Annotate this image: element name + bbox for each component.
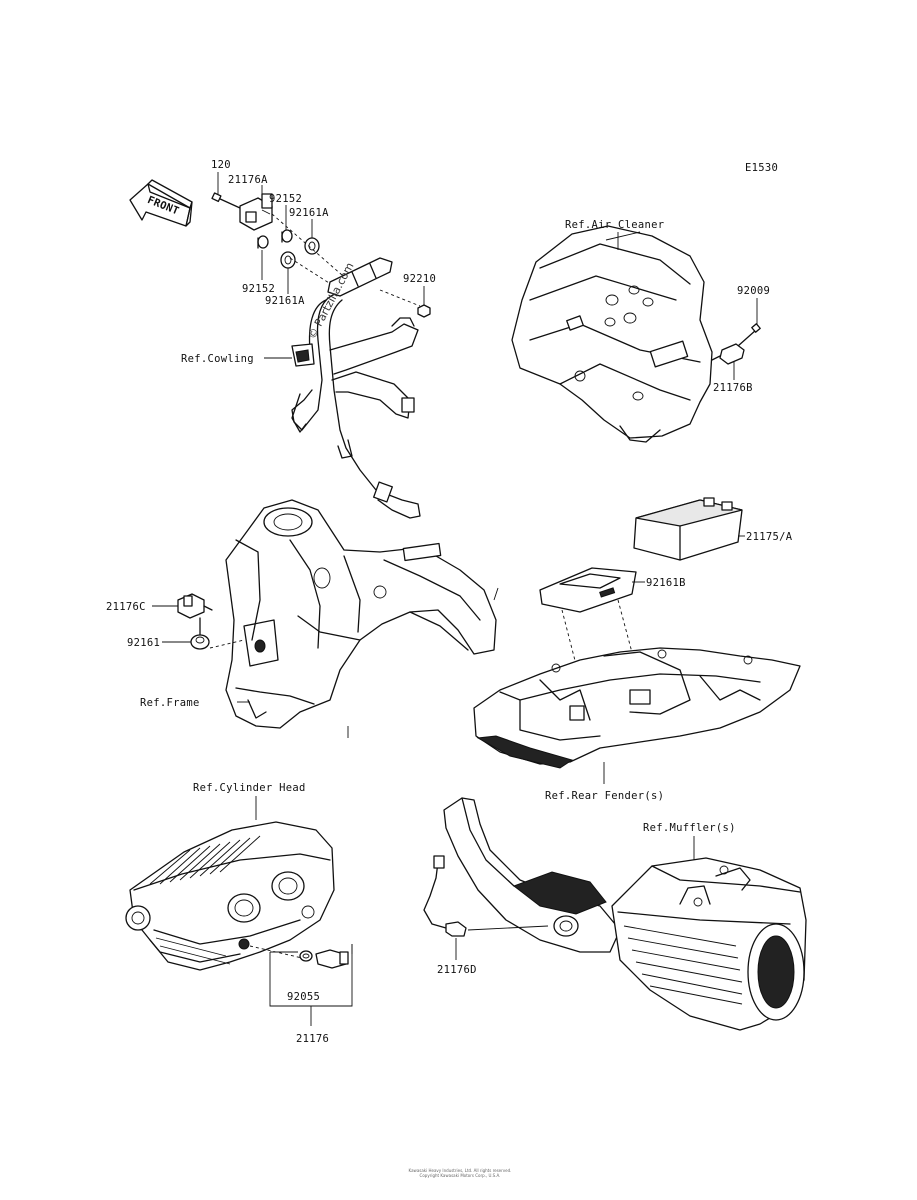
sensor-21176c (177, 593, 213, 619)
bracket-assembly: 120 21176A 92152 92161A 92152 (181, 159, 436, 519)
bolt-120 (211, 192, 241, 209)
label-ref-muffler: Ref.Muffler(s) (643, 822, 736, 834)
collar-92152-bottom (257, 235, 269, 249)
label-21175a: 21175/A (746, 531, 793, 543)
label-21176a: 21176A (228, 174, 268, 186)
label-92210: 92210 (403, 273, 436, 285)
label-92161a-bottom: 92161A (265, 295, 305, 307)
label-92161a-top: 92161A (289, 207, 329, 219)
muffler-ribs (623, 925, 743, 1005)
label-21176c: 21176C (106, 601, 146, 613)
grommet-92161a-top (304, 237, 320, 255)
screw-92009 (737, 323, 761, 347)
label-92152-top: 92152 (269, 193, 302, 205)
label-21176: 21176 (296, 1033, 329, 1045)
o-ring-92055 (299, 950, 313, 962)
sensor-21176a (239, 193, 273, 231)
front-subframe (291, 257, 421, 519)
label-21176b: 21176B (713, 382, 753, 394)
diagram-code: E1530 (745, 162, 778, 174)
ecu-21175a (633, 497, 743, 561)
leader-21176d-pipe (467, 925, 549, 931)
footer-line-2: Copyright Kawasaki Motors Corp., U.S.A. (419, 1173, 501, 1178)
copyright-footer: Kawasaki Heavy Industries, Ltd. All righ… (300, 1168, 620, 1178)
label-21176d: 21176D (437, 964, 477, 976)
cowling-grommet (291, 343, 315, 367)
label-92055: 92055 (287, 991, 320, 1003)
sensor-21176b (711, 343, 745, 365)
footer-line-1: Kawasaki Heavy Industries, Ltd. All righ… (408, 1168, 512, 1173)
label-92161b: 92161B (646, 577, 686, 589)
cooling-fins (149, 835, 261, 885)
cylinder-head (125, 821, 335, 971)
nut-92210 (417, 304, 431, 318)
label-ref-rear-fender: Ref.Rear Fender(s) (545, 790, 664, 802)
label-92009: 92009 (737, 285, 770, 297)
holder-92161b (539, 567, 637, 613)
label-92161: 92161 (127, 637, 160, 649)
label-92152-bottom: 92152 (242, 283, 275, 295)
frame (225, 499, 499, 738)
grommet-92161 (190, 617, 210, 650)
rear-fender (473, 647, 801, 769)
label-ref-cowling: Ref.Cowling (181, 353, 254, 365)
air-cleaner (511, 225, 713, 443)
front-arrow-icon: FRONT (129, 179, 193, 227)
exhaust-pipe (443, 797, 621, 953)
label-120: 120 (211, 159, 231, 171)
sensor-21176 (315, 949, 349, 969)
label-ref-air-cleaner: Ref.Air Cleaner (565, 219, 664, 231)
label-ref-frame: Ref.Frame (140, 697, 200, 709)
grommet-92161a-bottom (280, 251, 296, 269)
sensor-21176d (423, 855, 467, 937)
muffler (611, 857, 807, 1031)
collar-92152-top (281, 229, 293, 243)
watermark: © Partzilla.com (305, 260, 356, 341)
label-ref-cylinder-head: Ref.Cylinder Head (193, 782, 306, 794)
